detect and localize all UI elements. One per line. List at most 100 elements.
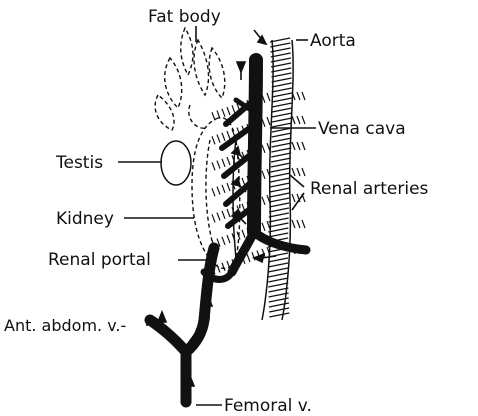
renal-artery-hatch-line bbox=[222, 159, 225, 167]
aorta-hatch-line bbox=[272, 93, 292, 97]
renal-artery-hatch-line bbox=[222, 133, 225, 141]
renal-artery-hatch-line bbox=[297, 142, 300, 150]
renal-artery-hatch-line bbox=[297, 116, 300, 124]
aorta-hatch-line bbox=[271, 58, 291, 62]
aorta-hatch-line bbox=[269, 213, 289, 217]
aorta-hatch-line bbox=[272, 83, 292, 87]
aorta-hatch-line bbox=[268, 263, 288, 267]
aorta-hatch-line bbox=[270, 38, 290, 42]
label-testis: Testis bbox=[55, 153, 103, 173]
aorta-hatch-line bbox=[271, 63, 291, 67]
aorta-hatch-line bbox=[268, 288, 288, 292]
aorta-hatch-line bbox=[270, 193, 290, 197]
renal-artery-hatch-line bbox=[222, 109, 225, 117]
aorta-hatch-line bbox=[270, 178, 290, 182]
aorta-hatch-line bbox=[268, 278, 288, 282]
renal-artery-hatch-line bbox=[292, 142, 295, 150]
label-vena-cava: Vena cava bbox=[318, 119, 406, 139]
aorta-hatch-line bbox=[272, 123, 292, 127]
aorta-hatch-line bbox=[271, 158, 291, 162]
renal-artery-hatch-line bbox=[262, 223, 265, 231]
renal-artery-hatch-line bbox=[217, 161, 220, 169]
aorta-vessel bbox=[262, 38, 293, 320]
aorta-hatch-line bbox=[272, 108, 292, 112]
renal-artery-hatch-line bbox=[222, 237, 225, 245]
renal-artery-hatch-line bbox=[222, 211, 225, 219]
renal-artery-hatch-line bbox=[212, 136, 215, 144]
renal-artery-hatch-line bbox=[227, 235, 230, 243]
renal-artery-hatch-line bbox=[247, 254, 250, 262]
renal-artery-hatch-line bbox=[297, 220, 300, 228]
renal-artery-hatch-line bbox=[212, 188, 215, 196]
aorta-hatch-line bbox=[270, 43, 290, 47]
renal-artery-hatch-line bbox=[267, 93, 270, 101]
aorta-hatch-line bbox=[271, 53, 291, 57]
label-renal-arteries: Renal arteries bbox=[310, 179, 429, 199]
renal-artery-hatch-line bbox=[227, 183, 230, 191]
renal-artery-hatch-line bbox=[292, 168, 295, 176]
aorta-hatch-line bbox=[270, 188, 290, 192]
aorta-hatch-line bbox=[269, 313, 289, 317]
aorta-hatch-line bbox=[272, 113, 292, 117]
renal-artery-hatch-line bbox=[217, 135, 220, 143]
renal-artery-hatch-line bbox=[262, 197, 265, 205]
aorta-hatch-line bbox=[269, 303, 289, 307]
renal-artery-hatch-line bbox=[212, 162, 215, 170]
renal-artery-hatch-line bbox=[212, 214, 215, 222]
testis-shape bbox=[161, 141, 191, 185]
renal-artery-hatch-line bbox=[267, 143, 270, 151]
renal-artery-hatch-line bbox=[302, 116, 305, 124]
aorta-hatch-line bbox=[272, 88, 292, 92]
aorta-hatch-line bbox=[269, 203, 289, 207]
renal-artery-hatch-line bbox=[222, 263, 225, 271]
renal-artery-hatch-line bbox=[292, 220, 295, 228]
renal-artery-hatch-line bbox=[262, 119, 265, 127]
aorta-hatch-line bbox=[268, 283, 288, 287]
renal-artery-hatch-line bbox=[242, 230, 245, 238]
label-kidney: Kidney bbox=[56, 209, 114, 229]
renal-artery-hatch-line bbox=[302, 92, 305, 100]
label-femoral-v: Femoral v. bbox=[224, 396, 312, 416]
renal-artery-hatch-line bbox=[292, 194, 295, 202]
aorta-hatch-line bbox=[272, 138, 292, 142]
renal-artery-hatch-line bbox=[217, 213, 220, 221]
aorta-hatch-line bbox=[272, 133, 292, 137]
aorta-hatch-line bbox=[272, 118, 292, 122]
aorta-hatch-line bbox=[271, 48, 291, 52]
aorta-hatch-line bbox=[271, 163, 291, 167]
aorta-hatch-line bbox=[269, 198, 289, 202]
renal-artery-hatch-line bbox=[227, 209, 230, 217]
renal-artery-hatch-line bbox=[297, 168, 300, 176]
aorta-hatch-line bbox=[271, 68, 291, 72]
renal-artery-hatch-line bbox=[227, 157, 230, 165]
aorta-hatch-line bbox=[271, 73, 291, 77]
renal-artery-hatch-line bbox=[232, 105, 235, 113]
aorta-hatch-line bbox=[268, 233, 288, 237]
label-fat-body: Fat body bbox=[148, 7, 221, 27]
aorta-hatch-line bbox=[272, 78, 292, 82]
renal-artery-hatch-line bbox=[302, 142, 305, 150]
aorta-hatch-line bbox=[269, 308, 289, 312]
renal-artery-hatch-line bbox=[262, 171, 265, 179]
aorta-hatch-line bbox=[269, 208, 289, 212]
leader-lines bbox=[118, 26, 316, 405]
aorta-hatch-line bbox=[268, 258, 288, 262]
aorta-hatch-line bbox=[272, 103, 292, 107]
renal-artery-hatch-line bbox=[302, 220, 305, 228]
renal-artery-hatch-line bbox=[227, 107, 230, 115]
aorta-hatch-line bbox=[272, 98, 292, 102]
label-renal-portal: Renal portal bbox=[48, 250, 151, 270]
aorta-hatch-line bbox=[271, 148, 291, 152]
renal-artery-hatch-line bbox=[227, 131, 230, 139]
aorta-hatch-line bbox=[270, 173, 290, 177]
renal-artery-hatch-line bbox=[292, 116, 295, 124]
fat-body-shape bbox=[155, 28, 225, 130]
renal-artery-hatch-line bbox=[302, 168, 305, 176]
renal-artery-hatch-line bbox=[297, 92, 300, 100]
renal-artery-hatch-line bbox=[222, 185, 225, 193]
aorta-hatch-line bbox=[268, 273, 288, 277]
renal-artery-hatch-line bbox=[262, 145, 265, 153]
aorta-hatch-line bbox=[271, 168, 291, 172]
renal-artery-hatch-line bbox=[217, 187, 220, 195]
